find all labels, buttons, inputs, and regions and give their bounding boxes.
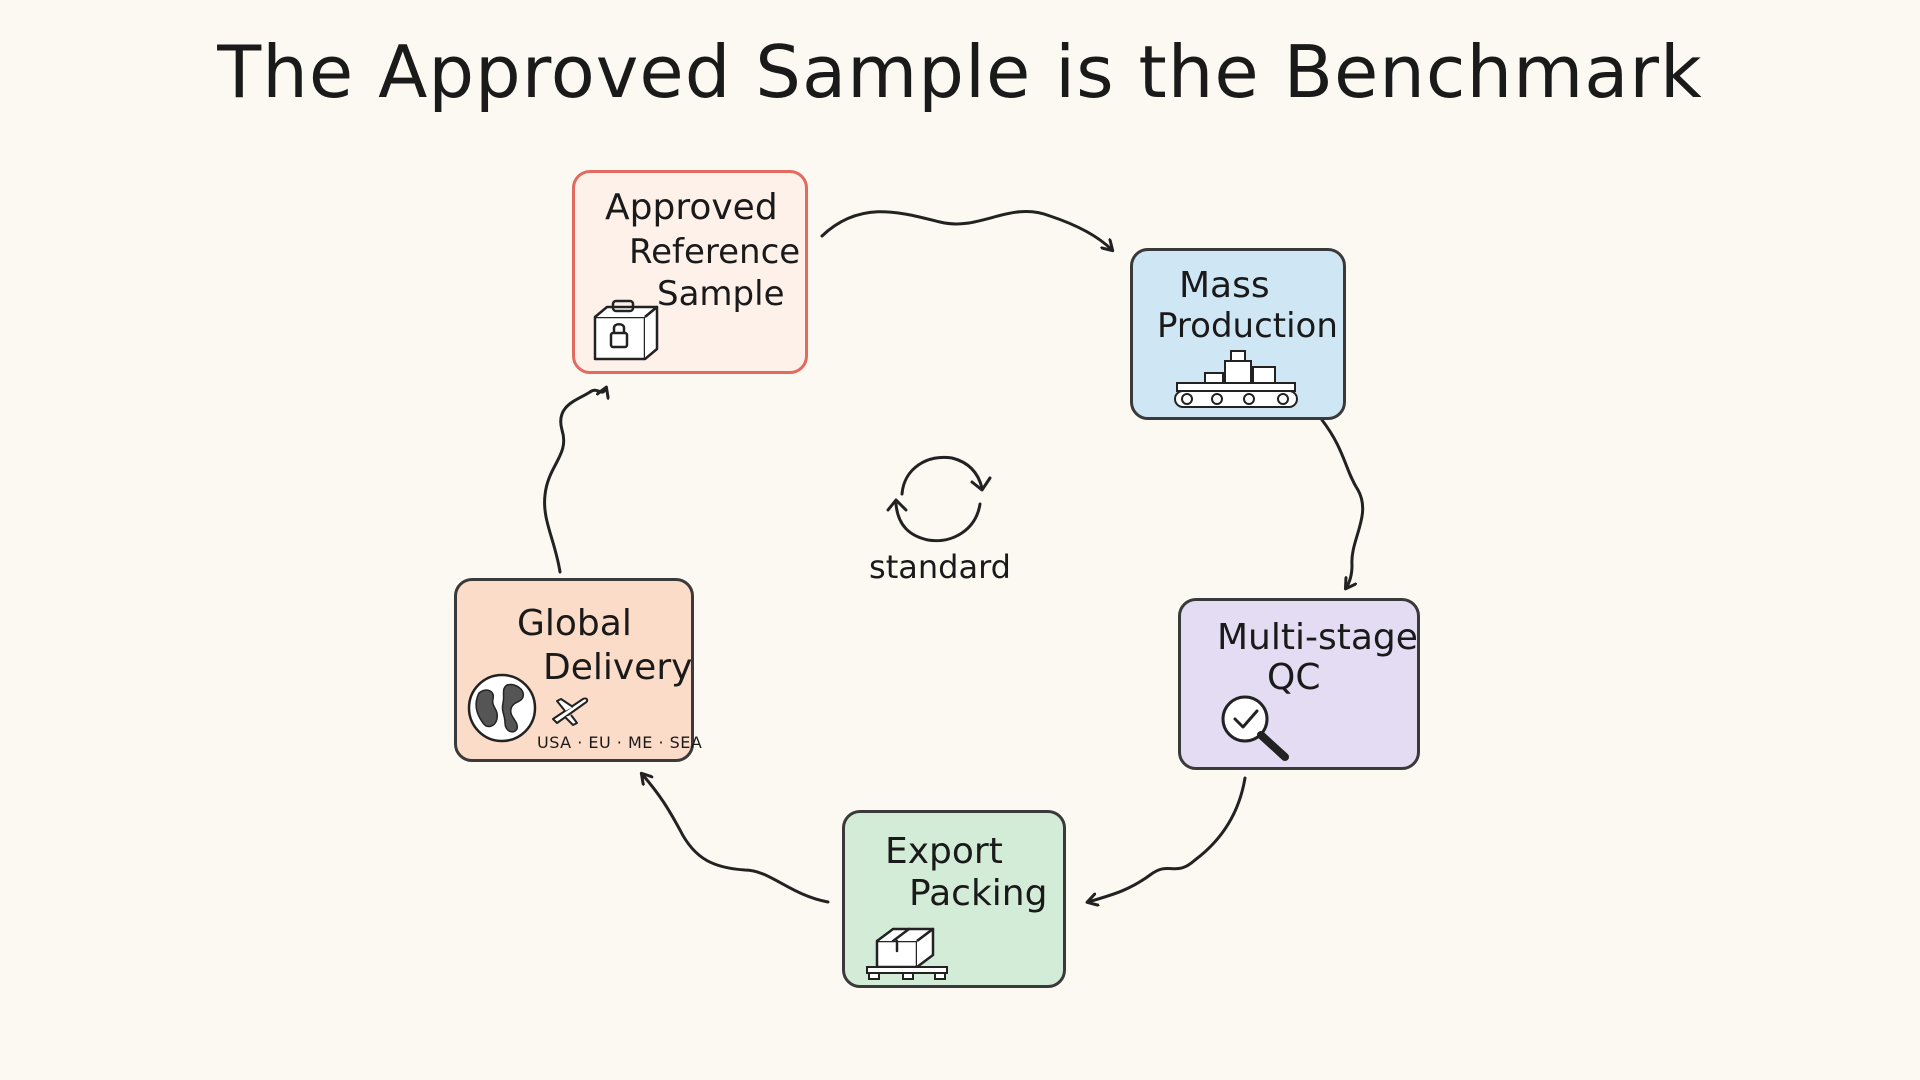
sealed-box-icon (593, 299, 659, 361)
node-multi-stage-qc[interactable]: Multi-stage QC (1178, 598, 1420, 770)
globe-icon (467, 673, 537, 743)
node-label-line: Mass (1179, 265, 1270, 306)
node-label-line: Delivery (543, 647, 693, 688)
node-label-line: Export (885, 831, 1003, 872)
node-label-line: Reference (629, 232, 801, 272)
arrow-production-to-qc (1320, 418, 1365, 588)
arrow-sample-to-production (820, 210, 1112, 250)
node-label-line: Multi-stage (1217, 617, 1418, 658)
magnifier-check-icon (1221, 695, 1289, 761)
diagram-title: The Approved Sample is the Benchmark (217, 30, 1703, 114)
arrow-delivery-to-sample (543, 388, 606, 574)
airplane-icon (552, 697, 589, 726)
box-on-pallet-icon (866, 927, 948, 980)
node-label-line: Global (517, 603, 632, 644)
node-export-packing[interactable]: Export Packing (842, 810, 1066, 988)
node-label-line: Packing (909, 873, 1048, 914)
node-label-line: QC (1267, 657, 1321, 698)
arrow-packing-to-delivery (642, 774, 830, 904)
cycle-icon (886, 455, 992, 543)
node-label-line: Sample (657, 274, 785, 314)
node-global-delivery[interactable]: Global Delivery USA · EU · ME · SEA (454, 578, 702, 762)
delivery-regions: USA · EU · ME · SEA (537, 733, 703, 752)
node-approved-reference-sample[interactable]: Approved Reference Sample (572, 170, 808, 374)
center-label: standard (869, 548, 1011, 586)
node-label-line: Production (1157, 306, 1338, 346)
conveyor-machine-icon (1174, 350, 1298, 408)
arrow-qc-to-packing (1088, 776, 1247, 902)
node-label-line: Approved (605, 187, 778, 228)
node-mass-production[interactable]: Mass Production (1130, 248, 1346, 420)
